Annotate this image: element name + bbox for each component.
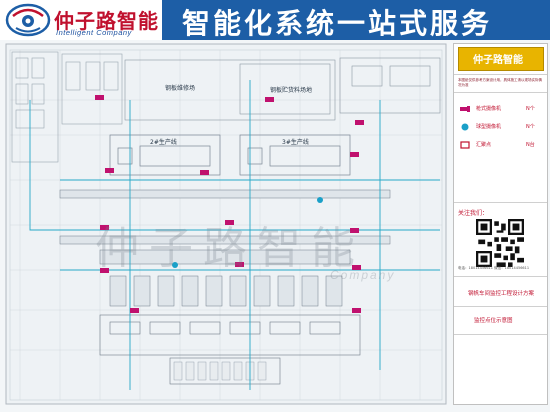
legend-count: N台 <box>526 142 535 148</box>
panel-divider <box>454 202 547 203</box>
bullet-camera-icon <box>225 220 234 225</box>
brand-subtitle: Intelligent Company <box>56 28 132 37</box>
watermark-subtext: Company <box>330 268 396 282</box>
dome-camera-icon <box>317 197 323 203</box>
legend-item-nvr: 汇聚点 N台 <box>458 140 544 150</box>
line-label-2: 2#生产线 <box>150 138 177 146</box>
drawing-name: 监控点位示意图 <box>474 318 513 324</box>
left-office-block <box>11 51 123 163</box>
machinery-rows <box>59 189 391 307</box>
production-line-area <box>109 134 351 176</box>
panel-divider <box>454 306 547 307</box>
legend-label: 枪式摄像机 <box>476 106 502 112</box>
camera-markers <box>95 95 364 313</box>
panel-note: 本图纸仅供参考方案设计用，具体施工请以现场实际情况为准 <box>458 78 542 87</box>
bullet-camera-icon <box>95 95 104 100</box>
dome-camera-icon <box>461 123 469 131</box>
bullet-camera-icon <box>265 97 274 102</box>
line-label-3: 3#生产线 <box>282 138 309 146</box>
panel-divider <box>454 334 547 335</box>
qr-code-icon[interactable] <box>476 219 524 267</box>
slogan-text: 智能化系统一站式服务 <box>182 7 493 40</box>
area-label-maintenance: 钢板维修场 <box>165 84 195 92</box>
area-label-storage: 钢板贮货料场地 <box>270 86 312 94</box>
slogan-banner: 智能化系统一站式服务 <box>162 0 550 40</box>
bullet-camera-icon <box>355 120 364 125</box>
panel-divider <box>454 276 547 277</box>
panel-divider <box>454 74 547 75</box>
bullet-camera-icon <box>200 170 209 175</box>
bullet-camera-icon <box>100 268 109 273</box>
panel-logo: 仲子路智能 <box>458 47 544 71</box>
panel-divider <box>454 92 547 93</box>
cable-routes <box>29 80 440 390</box>
nvr-icon <box>460 141 470 149</box>
legend-label: 汇聚点 <box>476 142 492 148</box>
bullet-camera-icon <box>460 106 470 112</box>
dome-camera-icon <box>172 262 178 268</box>
logo-mark-icon <box>5 3 51 37</box>
brand-logo: 仲子路智能 Intelligent Company <box>4 2 164 38</box>
bullet-camera-icon <box>350 152 359 157</box>
legend-label: 球型摄像机 <box>476 124 502 130</box>
contact-line: 电话：18014456611 微信：18014456611 <box>458 266 530 270</box>
page-header: 仲子路智能 Intelligent Company 智能化系统一站式服务 <box>0 0 550 40</box>
assembly-area <box>99 314 361 385</box>
brand-name: 仲子路智能 <box>54 9 159 33</box>
bullet-camera-icon <box>352 308 361 313</box>
upper-storage-area <box>124 57 441 121</box>
bullet-camera-icon <box>130 308 139 313</box>
bullet-camera-icon <box>235 262 244 267</box>
panel-logo-text: 仲子路智能 <box>473 55 523 66</box>
bullet-camera-icon <box>105 168 114 173</box>
legend-item-bullet: 枪式摄像机 N个 <box>458 104 544 114</box>
bullet-camera-icon <box>350 228 359 233</box>
project-title: 钢帆车间监控工程设计方案 <box>468 291 535 297</box>
legend-item-dome: 球型摄像机 N个 <box>458 122 544 132</box>
legend-count: N个 <box>526 124 535 130</box>
legend-count: N个 <box>526 106 535 112</box>
contact-label: 关注我们： <box>458 210 489 217</box>
floor-plan-svg: 钢板维修场 钢板贮货料场地 2#生产线 3#生产线 <box>5 43 447 405</box>
bullet-camera-icon <box>100 225 109 230</box>
bullet-camera-icon <box>352 265 361 270</box>
title-block-panel: 仲子路智能 本图纸仅供参考方案设计用，具体施工请以现场实际情况为准 枪式摄像机 … <box>453 43 548 405</box>
